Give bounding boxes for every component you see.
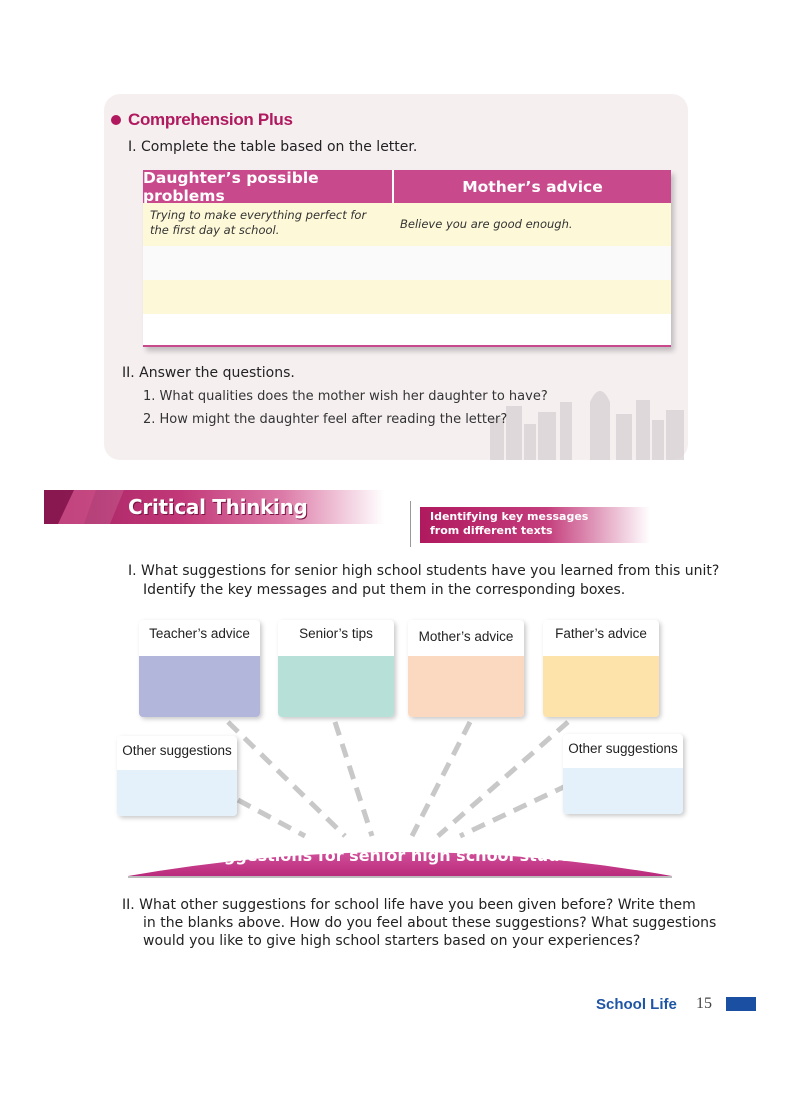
banner-facet-decoration	[44, 490, 124, 524]
box-fill-area[interactable]	[408, 656, 524, 717]
fathers-advice-box[interactable]: Father’s advice	[543, 620, 659, 717]
suggestions-base-arc	[128, 852, 672, 878]
skill-tag-line-2: from different texts	[430, 524, 553, 537]
table-row: Trying to make everything perfect for th…	[143, 203, 671, 246]
critical-question-2-line-2: in the blanks above. How do you feel abo…	[143, 915, 717, 931]
box-label: Senior’s tips	[299, 626, 373, 641]
table-row	[143, 246, 671, 280]
box-label: Other suggestions	[122, 743, 232, 758]
teachers-advice-box[interactable]: Teacher’s advice	[139, 620, 260, 717]
page-number: 15	[696, 995, 712, 1012]
footer-unit-title: School Life	[596, 996, 677, 1013]
problems-advice-table: Daughter’s possible problems Mother’s ad…	[143, 169, 671, 347]
table-header-advice: Mother’s advice	[394, 170, 671, 203]
table-row	[143, 280, 671, 314]
comprehension-title: Comprehension Plus	[128, 110, 293, 129]
table-bottom-rule	[143, 345, 671, 347]
box-label: Father’s advice	[555, 626, 647, 641]
part1-instruction: I. Complete the table based on the lette…	[128, 139, 418, 155]
table-cell-advice: Believe you are good enough.	[400, 217, 573, 231]
critical-question-1: I. What suggestions for senior high scho…	[128, 563, 720, 579]
box-fill-area[interactable]	[139, 656, 260, 717]
question-1: 1. What qualities does the mother wish h…	[143, 389, 548, 404]
footer-accent-bar	[726, 997, 756, 1011]
table-header-problems: Daughter’s possible problems	[143, 169, 392, 205]
section-bullet	[111, 115, 121, 125]
critical-thinking-banner	[44, 490, 384, 524]
box-fill-area[interactable]	[117, 770, 237, 816]
critical-question-2: II. What other suggestions for school li…	[122, 897, 696, 913]
box-fill-area[interactable]	[563, 768, 683, 814]
box-label: Other suggestions	[568, 741, 678, 756]
seniors-tips-box[interactable]: Senior’s tips	[278, 620, 394, 717]
critical-question-2-line-3: would you like to give high school start…	[143, 933, 641, 949]
skill-tag-line-1: Identifying key messages	[430, 510, 589, 523]
skill-tag-text: Identifying key messages from different …	[430, 510, 588, 538]
box-label: Mother’s advice	[418, 629, 514, 644]
other-suggestions-box-right[interactable]: Other suggestions	[563, 734, 683, 814]
other-suggestions-box-left[interactable]: Other suggestions	[117, 736, 237, 816]
table-cell-problem: Trying to make everything perfect for th…	[150, 208, 367, 237]
base-label: Suggestions for senior high school stude…	[200, 846, 600, 865]
mothers-advice-box[interactable]: Mother’s advice	[408, 620, 524, 717]
divider	[410, 501, 411, 547]
critical-question-1-cont: Identify the key messages and put them i…	[143, 582, 626, 598]
city-skyline-decoration	[490, 391, 684, 460]
box-fill-area[interactable]	[543, 656, 659, 717]
table-row	[143, 314, 671, 347]
box-fill-area[interactable]	[278, 656, 394, 717]
skill-tag	[420, 507, 650, 543]
part2-instruction: II. Answer the questions.	[122, 365, 295, 381]
question-2: 2. How might the daughter feel after rea…	[143, 412, 508, 427]
critical-thinking-title: Critical Thinking	[128, 495, 308, 519]
box-label: Teacher’s advice	[149, 626, 250, 641]
